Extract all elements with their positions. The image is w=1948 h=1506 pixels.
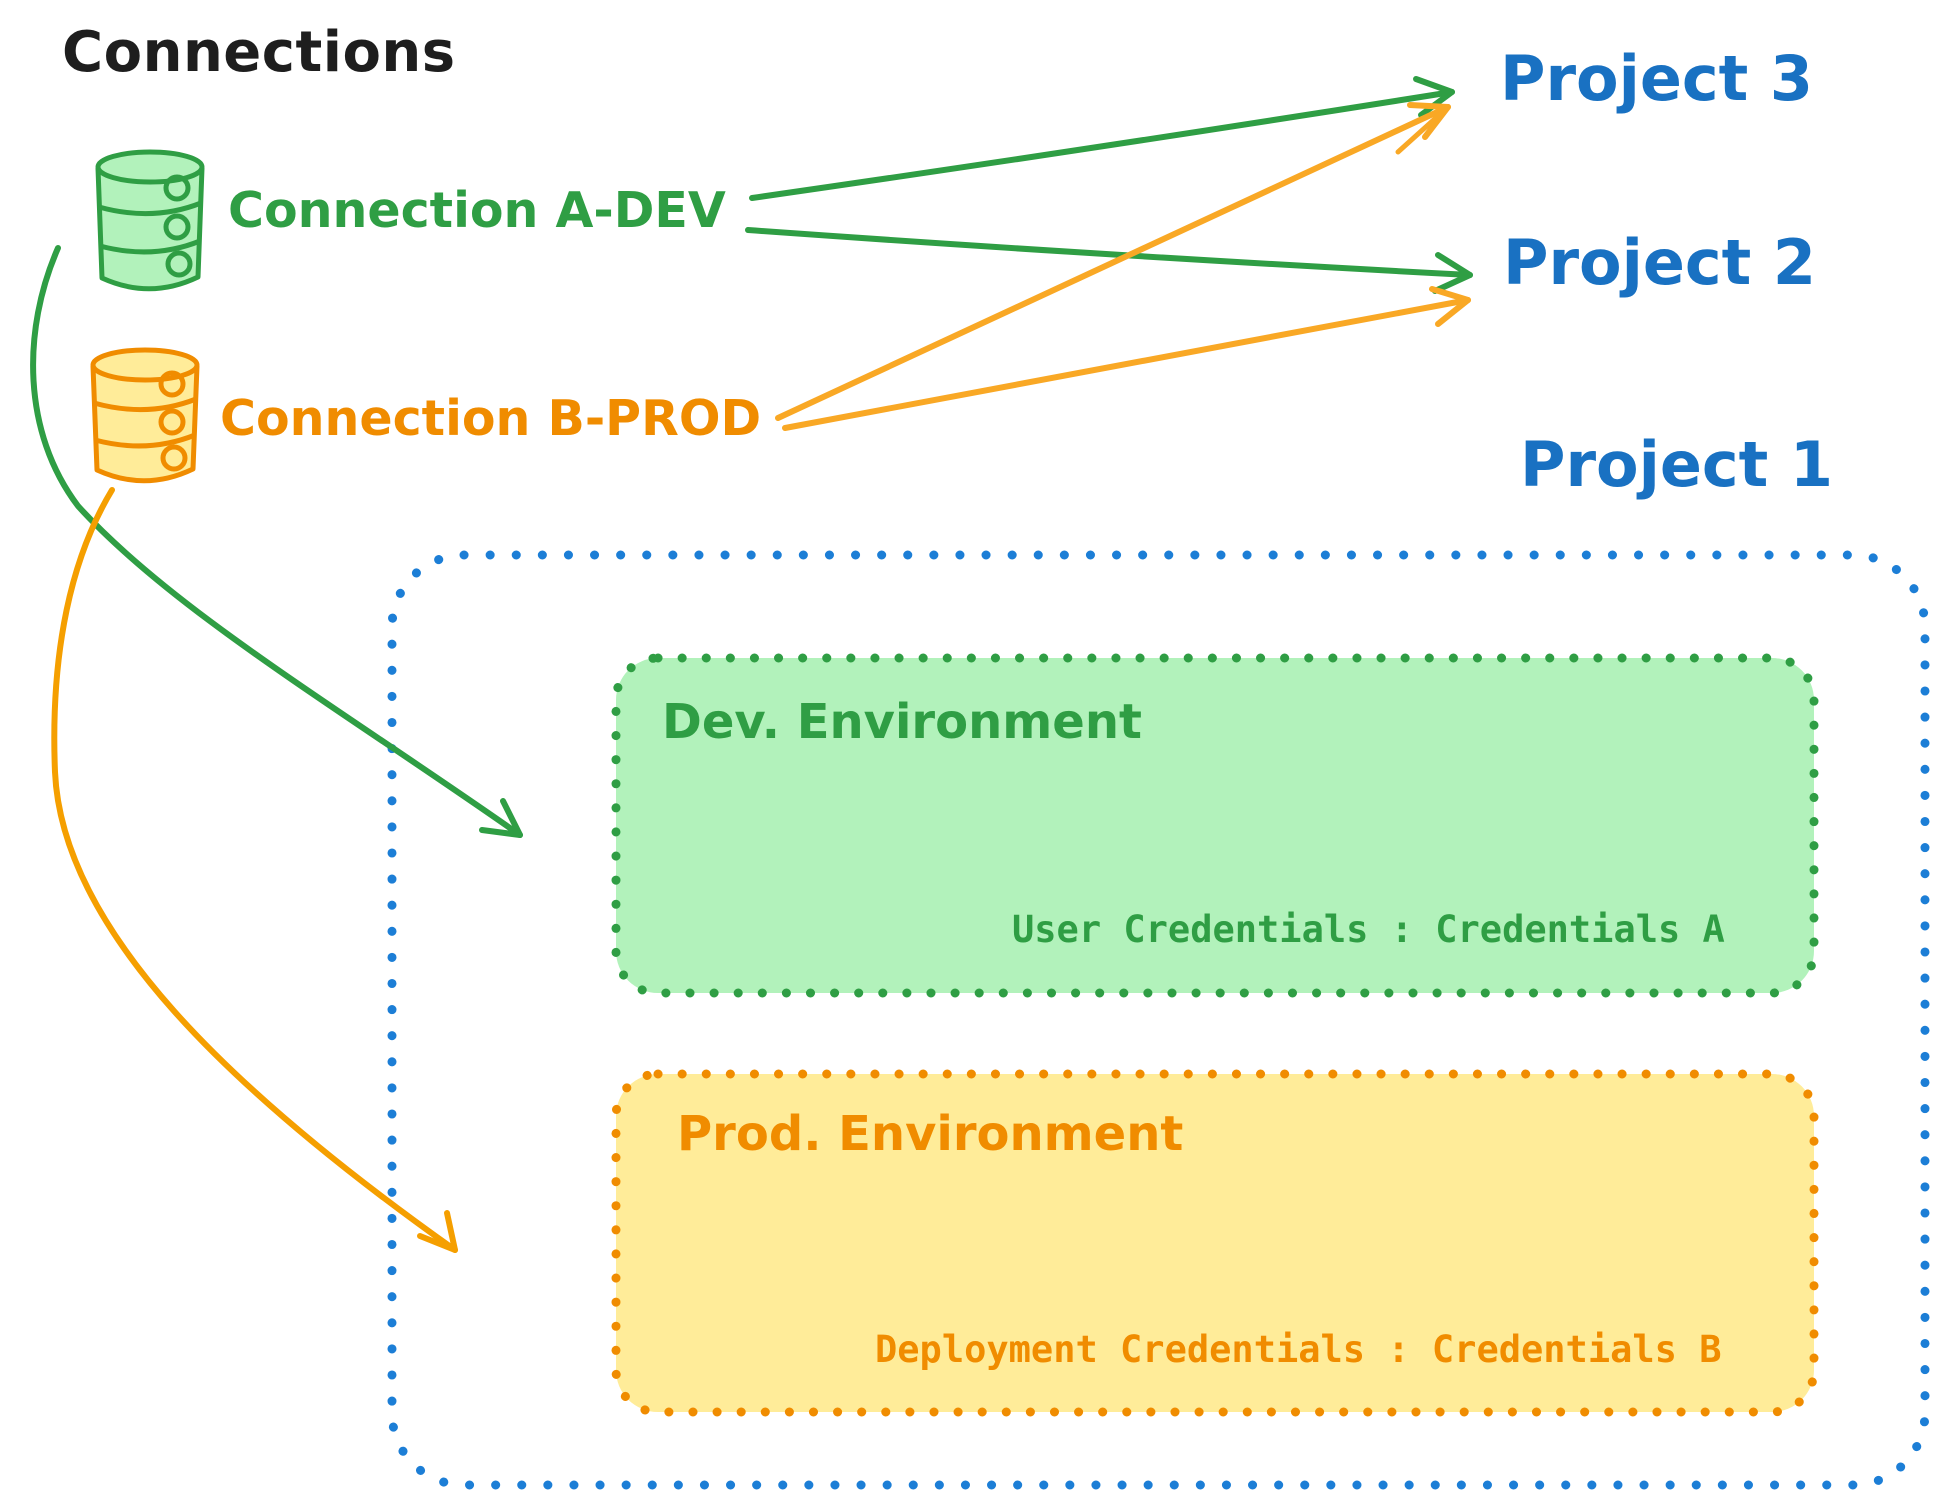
connection-bprod-label: Connection B-PROD — [220, 390, 762, 447]
prod-environment-box — [611, 1069, 1819, 1417]
arrow-adev-to-project3 — [749, 76, 1455, 201]
arrow-adev-to-project2 — [745, 227, 1473, 294]
arrow-bprod-to-prod-environment — [51, 487, 458, 1253]
database-icon-green — [95, 149, 205, 292]
database-icon-orange — [90, 347, 200, 484]
dev-environment-credentials: User Credentials : Credentials A — [1012, 908, 1725, 951]
project1-label: Project 1 — [1520, 428, 1834, 501]
prod-environment-credentials: Deployment Credentials : Credentials B — [875, 1328, 1722, 1371]
dev-environment-title: Dev. Environment — [662, 694, 1142, 750]
prod-environment-title: Prod. Environment — [677, 1106, 1184, 1162]
page-title: Connections — [62, 20, 456, 85]
project2-label: Project 2 — [1503, 226, 1817, 299]
project3-label: Project 3 — [1500, 42, 1814, 115]
arrow-bprod-to-project2 — [782, 286, 1471, 431]
dev-environment-box — [611, 653, 1819, 998]
arrow-bprod-to-project3 — [775, 102, 1451, 421]
arrow-adev-to-dev-environment — [30, 245, 523, 838]
connection-adev-label: Connection A-DEV — [228, 182, 726, 239]
